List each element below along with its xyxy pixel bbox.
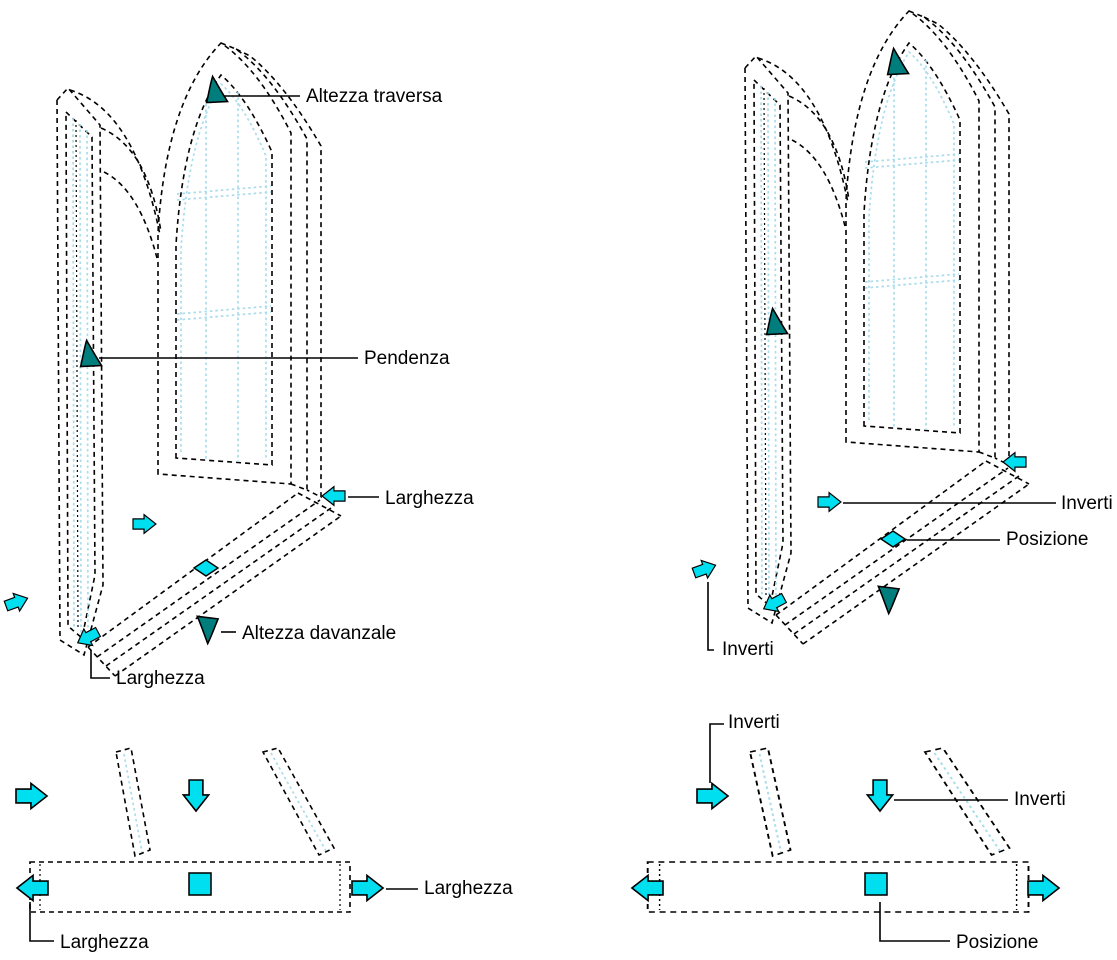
hotspot-arrow-corner: [2, 588, 32, 616]
hotspot-flip: [817, 492, 842, 512]
hotspot-sill-height: [196, 615, 219, 645]
leader-line: [707, 582, 714, 651]
hotspot-flip-corner: [690, 555, 720, 583]
label-pendenza: Pendenza: [364, 348, 450, 369]
label-larghezza-right: Larghezza: [385, 488, 474, 509]
label-larghezza-bottom: Larghezza: [116, 668, 205, 689]
hotspots-plan-flip: [631, 723, 1060, 942]
hotspot-arrow-left: [631, 874, 664, 902]
label-plan-larghezza-right: Larghezza: [424, 878, 513, 899]
label-plan-inverti-top: Inverti: [728, 712, 780, 733]
label-inverti-mid: Inverti: [1061, 493, 1113, 514]
label-plan-larghezza-bottom: Larghezza: [60, 932, 149, 953]
leader-line: [29, 902, 54, 942]
hotspot-flip-right: [696, 782, 729, 810]
hotspot-position-square: [864, 872, 888, 896]
label-inverti-corner: Inverti: [722, 639, 774, 660]
label-plan-posizione: Posizione: [956, 932, 1039, 953]
hotspot-dark-top: [882, 45, 910, 78]
hotspot-flip-down: [866, 779, 894, 812]
leader-line: [90, 650, 110, 679]
hotspot-arrow-right: [132, 514, 157, 534]
hotspot-position: [880, 530, 906, 548]
hotspots-3d-flip: [690, 45, 1056, 651]
hotspots-plan-dimensions: [15, 779, 418, 942]
hotspot-square: [188, 872, 212, 896]
hotspot-arrow-bottom: [758, 589, 789, 618]
window-3d-figure-left: [56, 41, 342, 677]
label-altezza-davanzale: Altezza davanzale: [242, 623, 397, 644]
label-posizione-3d: Posizione: [1006, 529, 1089, 550]
label-plan-inverti-right: Inverti: [1014, 789, 1066, 810]
leader-line: [879, 902, 950, 942]
hotspot-width-left: [72, 623, 103, 652]
label-altezza-traversa: Altezza traversa: [306, 86, 443, 107]
leader-line: [709, 723, 724, 783]
window-plan-figure-right: [646, 746, 1030, 914]
window-3d-figure-right: [744, 10, 1030, 645]
hotspot-arrow-down: [182, 779, 210, 812]
hotspot-width-left: [16, 874, 49, 902]
hotspot-arrow-right: [15, 782, 48, 810]
hotspot-width-right: [351, 874, 384, 902]
hotspot-dark-bottom: [877, 585, 900, 615]
hotspot-width-right: [321, 486, 346, 506]
hotspots-3d-dimensions: [2, 73, 379, 679]
hotspot-slope: [75, 337, 103, 370]
hotspot-dark-mid: [761, 305, 789, 338]
hotspot-arrow-right: [1027, 874, 1060, 902]
